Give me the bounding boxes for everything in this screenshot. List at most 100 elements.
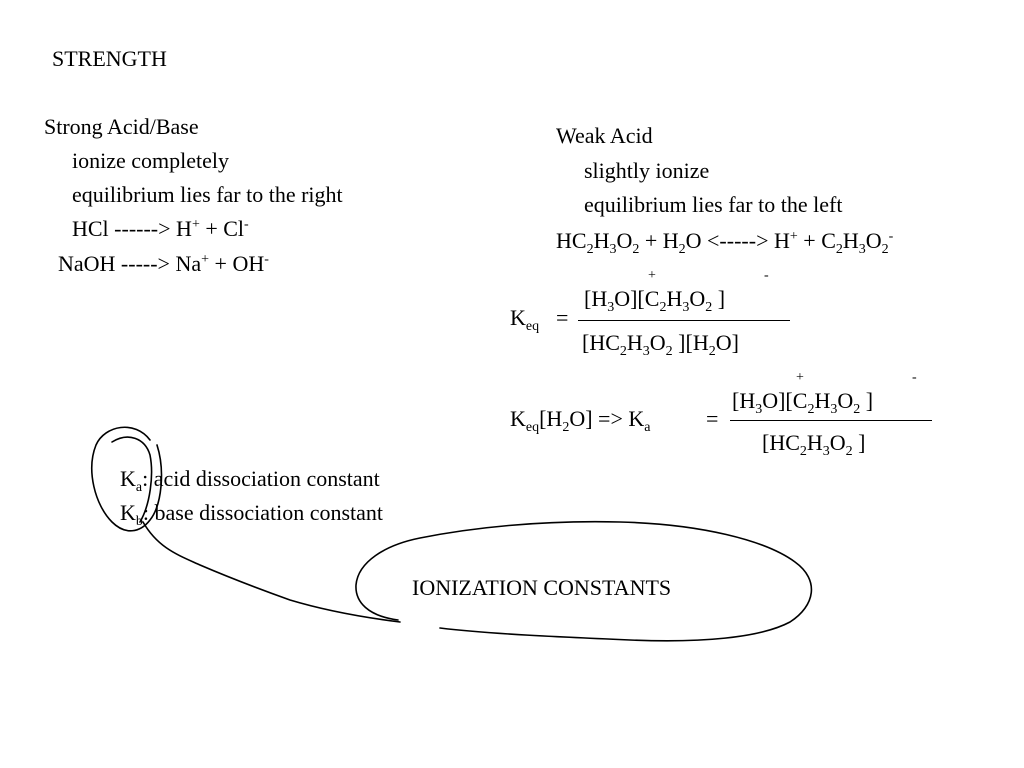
weak-heading: Weak Acid [556, 123, 653, 148]
hcl-charge-plus: + [191, 217, 200, 232]
formula-fragment: [H [539, 406, 563, 431]
formula-fragment: K [510, 305, 526, 330]
formula-fragment: ][C [630, 286, 660, 311]
naoh-charge-plus: + [201, 252, 210, 267]
strong-heading: Strong Acid/Base [44, 114, 199, 139]
kb-definition: Kb: base dissociation constant [120, 500, 384, 529]
formula-fragment: ][C [778, 388, 808, 413]
hcl-reaction: HCl ------> H+ + Cl- [72, 216, 249, 242]
formula-fragment: O [616, 228, 633, 253]
formula-fragment: K [510, 406, 526, 431]
ka-equals: = [706, 406, 719, 431]
formula-fragment: 2 [562, 420, 570, 435]
formula-fragment: 2 [881, 242, 889, 257]
formula-fragment: ] [860, 388, 874, 413]
formula-fragment: H [666, 286, 683, 311]
formula-fragment: 3 [755, 402, 763, 417]
ink-connector [142, 521, 401, 623]
formula-fragment: 2 [845, 444, 853, 459]
formula-fragment: 2 [799, 444, 807, 459]
formula-fragment: O] => K [569, 406, 645, 431]
keq-numerator: [H3O][C2H3O2 ] [584, 286, 726, 315]
formula-fragment: 2 [632, 242, 640, 257]
ka-denominator: [HC2H3O2 ] [762, 430, 866, 459]
formula-fragment: ] [852, 430, 866, 455]
formula-fragment: a [644, 420, 651, 435]
ka-numerator: [H3O][C2H3O2 ] [732, 388, 874, 417]
keq-charge-minus: - [764, 268, 769, 283]
keq-fraction-bar [578, 320, 790, 321]
formula-fragment: O [689, 286, 706, 311]
naoh-charge-minus: - [264, 252, 269, 267]
formula-fragment: HC [556, 228, 587, 253]
formula-fragment: ][H [672, 330, 709, 355]
ka-charge-minus: - [912, 370, 917, 385]
hcl-text-2: + Cl [199, 216, 245, 241]
naoh-text-2: + OH [209, 251, 265, 276]
formula-fragment: [HC [762, 430, 800, 455]
formula-fragment: O [762, 388, 779, 413]
formula-fragment: eq [525, 319, 540, 334]
keq-denominator: [HC2H3O2 ][H2O] [582, 330, 739, 359]
formula-fragment: + [789, 229, 798, 244]
formula-fragment: O <-----> H [685, 228, 790, 253]
ka-lhs: Keq[H2O] => Ka [510, 406, 651, 435]
formula-fragment: O [865, 228, 882, 253]
formula-fragment: - [888, 229, 894, 244]
formula-fragment: 2 [705, 300, 713, 315]
formula-fragment: O] [715, 330, 739, 355]
formula-fragment: 3 [642, 344, 650, 359]
formula-fragment: H [626, 330, 643, 355]
formula-fragment: [H [584, 286, 608, 311]
formula-fragment: 2 [586, 242, 594, 257]
formula-fragment: 3 [822, 444, 830, 459]
formula-fragment: 2 [619, 344, 627, 359]
formula-fragment: H [842, 228, 859, 253]
formula-fragment: K [120, 500, 136, 525]
formula-fragment: O [829, 430, 846, 455]
formula-fragment: O [837, 388, 854, 413]
formula-fragment: + H [639, 228, 679, 253]
weak-line-equilibrium: equilibrium lies far to the left [584, 192, 843, 217]
weak-line-ionize: slightly ionize [584, 158, 710, 183]
formula-fragment: 3 [858, 242, 866, 257]
formula-fragment: 2 [708, 344, 716, 359]
keq-equals: = [556, 305, 569, 330]
formula-fragment: b [135, 514, 143, 529]
ka-charge-plus: + [796, 370, 804, 385]
formula-fragment: + C [797, 228, 836, 253]
ka-fraction-bar [730, 420, 932, 421]
formula-fragment: 2 [853, 402, 861, 417]
strong-line-equilibrium: equilibrium lies far to the right [72, 182, 343, 207]
strong-line-ionize: ionize completely [72, 148, 229, 173]
formula-fragment: 3 [830, 402, 838, 417]
formula-fragment: O [649, 330, 666, 355]
naoh-reaction: NaOH -----> Na+ + OH- [58, 251, 269, 277]
formula-fragment: [HC [582, 330, 620, 355]
formula-fragment: eq [525, 420, 540, 435]
weak-reaction: HC2H3O2 + H2O <-----> H+ + C2H3O2- [556, 228, 894, 257]
formula-fragment: H [814, 388, 831, 413]
formula-fragment: K [120, 466, 136, 491]
hcl-text: HCl ------> H [72, 216, 192, 241]
formula-fragment: ] [712, 286, 726, 311]
formula-fragment: : base dissociation constant [142, 500, 384, 525]
formula-fragment: H [806, 430, 823, 455]
formula-fragment: 2 [659, 300, 667, 315]
slide-title: STRENGTH [52, 46, 167, 71]
formula-fragment: [H [732, 388, 756, 413]
formula-fragment: 3 [609, 242, 617, 257]
formula-fragment: 2 [665, 344, 673, 359]
formula-fragment: 2 [835, 242, 843, 257]
formula-fragment: 3 [607, 300, 615, 315]
keq-charge-plus: + [648, 268, 656, 283]
formula-fragment: 2 [807, 402, 815, 417]
naoh-text: NaOH -----> Na [58, 251, 202, 276]
keq-lhs: Keq [510, 305, 540, 334]
formula-fragment: O [614, 286, 631, 311]
hcl-charge-minus: - [244, 217, 249, 232]
formula-fragment: H [593, 228, 610, 253]
formula-fragment: 2 [678, 242, 686, 257]
formula-fragment: 3 [682, 300, 690, 315]
ka-definition: Ka: acid dissociation constant [120, 466, 380, 495]
